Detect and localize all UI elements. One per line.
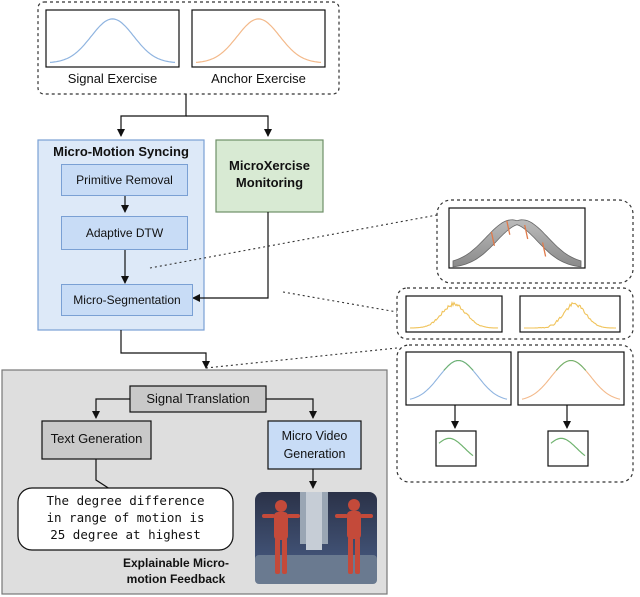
- connector-text-sample: [95, 459, 114, 492]
- adaptive-dtw-box: Adaptive DTW: [61, 216, 188, 250]
- connector-translation-video: [266, 398, 317, 419]
- input-group: [37, 1, 340, 95]
- dtw-warp-line: [541, 242, 547, 257]
- connector-input-split: [117, 94, 187, 137]
- segmentation-callout-line: [282, 291, 398, 313]
- extraction-callout-group: [396, 344, 634, 483]
- anchor-zoom-plot: [547, 430, 589, 467]
- connector-syncing-feedback: [120, 330, 210, 369]
- dtw-warp-lines: [490, 220, 547, 257]
- text-generation-box: [41, 420, 152, 460]
- feedback-title-line2: motion Feedback: [126, 572, 226, 586]
- dtw-callout-group: [436, 199, 634, 284]
- signal-segment-highlight: [443, 359, 474, 371]
- anchor-exercise-label: Anchor Exercise: [211, 71, 306, 86]
- monitoring-box: [215, 139, 324, 213]
- sample-text-line3: 25 degree at highest: [50, 527, 201, 542]
- dtw-warp-line: [524, 224, 529, 240]
- feedback-title-line1: Explainable Micro-: [122, 556, 230, 570]
- anatomy-figure-left: [262, 500, 300, 574]
- connector-monitoring-segmentation: [192, 212, 269, 302]
- dtw-callout-line: [149, 214, 438, 269]
- translation-callout-line: [205, 347, 398, 369]
- segment-plot-left: [405, 295, 503, 333]
- signal-exercise-label: Signal Exercise: [67, 71, 158, 86]
- signal-translation-label: Signal Translation: [146, 391, 250, 406]
- anchor-segment-highlight: [555, 359, 587, 371]
- monitoring-title-line1: MicroXercise: [229, 158, 310, 173]
- anatomy-figure-right: [335, 499, 373, 574]
- signal-zoom-plot: [435, 430, 477, 467]
- segmentation-callout-group: [396, 287, 634, 340]
- segment-plot-right: [519, 295, 621, 333]
- sample-text-line2: in range of motion is: [46, 510, 205, 525]
- primitive-removal-box: Primitive Removal: [61, 164, 188, 196]
- monitoring-title-line2: Monitoring: [235, 175, 304, 190]
- anchor-zoom-curve: [550, 437, 586, 457]
- micro-video-label-line2: Generation: [283, 447, 346, 461]
- segment-curve-right: [524, 301, 616, 329]
- connector-input-monitoring: [186, 115, 272, 137]
- signal-zoom-curve: [438, 437, 474, 457]
- micro-video-label-line1: Micro Video: [281, 429, 348, 443]
- anchor-exercise-curve: [195, 18, 322, 63]
- micro-video-box: [267, 420, 362, 470]
- micro-segmentation-box: Micro-Segmentation: [61, 284, 193, 316]
- sample-text-line1: The degree difference: [46, 493, 205, 508]
- segment-curve-left: [409, 300, 499, 329]
- syncing-title: Micro-Motion Syncing: [53, 144, 189, 159]
- connector-translation-text: [92, 398, 130, 419]
- dtw-warp-line: [490, 231, 496, 247]
- text-generation-label: Text Generation: [50, 431, 143, 446]
- sample-text-bubble: [17, 487, 234, 551]
- signal-exercise-curve: [49, 18, 176, 63]
- dtw-warp-line: [506, 220, 511, 235]
